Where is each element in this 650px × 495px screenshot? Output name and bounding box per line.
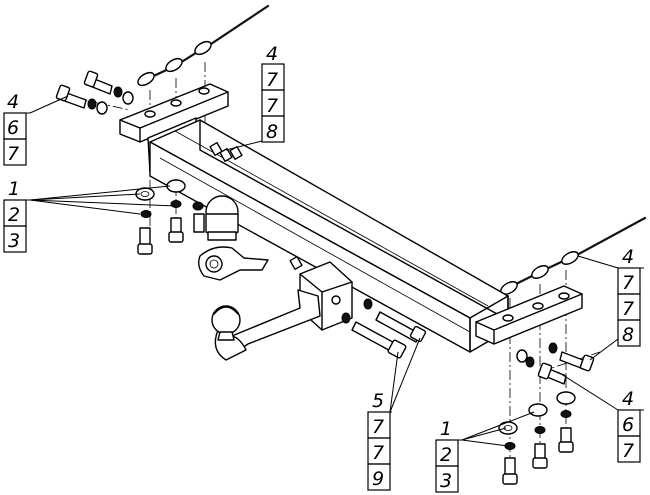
callout-center-bottom-3: 9: [372, 468, 384, 490]
leader-lines: [29, 95, 619, 447]
callout-top-left: 4 6 7: [3, 91, 30, 166]
callout-right-upper-0: 4: [622, 246, 634, 268]
callout-bottom-fasteners-2: 3: [440, 470, 452, 492]
callout-top-left-0: 4: [7, 91, 19, 113]
callout-bottom-fasteners-0: 1: [440, 418, 452, 440]
callout-center-bottom: 5 7 7 9: [367, 390, 392, 491]
callout-top-center-1: 7: [266, 69, 278, 91]
callout-right-upper-2: 7: [622, 298, 634, 320]
right-bolts-bottom: [498, 391, 576, 485]
callout-bottom-fasteners-1: 2: [440, 444, 452, 466]
beam-nuts: [209, 141, 303, 271]
callout-top-left-2: 7: [7, 143, 19, 165]
callout-left-fasteners-1: 2: [8, 204, 20, 226]
main-cross-beam: [149, 119, 509, 353]
callout-center-bottom-0: 5: [372, 390, 384, 412]
callout-right-upper-1: 7: [622, 272, 634, 294]
callout-center-bottom-1: 7: [372, 416, 384, 438]
electrical-socket: [197, 195, 269, 281]
callout-center-bottom-2: 7: [372, 442, 384, 464]
callout-bottom-fasteners: 1 2 3: [435, 418, 462, 493]
callout-right-lower-1: 6: [622, 414, 634, 436]
callout-left-fasteners: 1 2 3: [3, 178, 30, 253]
callout-top-center: 4 7 7 8: [261, 43, 285, 143]
center-long-bolt: [341, 298, 427, 359]
ball-mount-receiver: [211, 261, 353, 361]
callout-right-upper: 4 7 7 8: [617, 246, 644, 347]
right-bolts-side: [516, 342, 595, 385]
callout-right-upper-3: 8: [622, 324, 634, 346]
callout-left-fasteners-0: 1: [8, 178, 20, 200]
left-bolt-top: [55, 70, 134, 115]
callout-right-lower-0: 4: [622, 388, 634, 410]
callout-right-lower: 4 6 7: [617, 388, 644, 463]
callout-left-fasteners-2: 3: [8, 230, 20, 252]
right-cable: [500, 216, 647, 295]
callout-top-center-0: 4: [266, 43, 278, 65]
callout-right-lower-2: 7: [622, 440, 634, 462]
callout-top-center-2: 7: [266, 95, 278, 117]
upper-cable: [137, 4, 270, 87]
right-mounting-bracket: [475, 285, 583, 345]
callout-top-left-1: 6: [7, 117, 19, 139]
callout-top-center-3: 8: [266, 121, 278, 143]
